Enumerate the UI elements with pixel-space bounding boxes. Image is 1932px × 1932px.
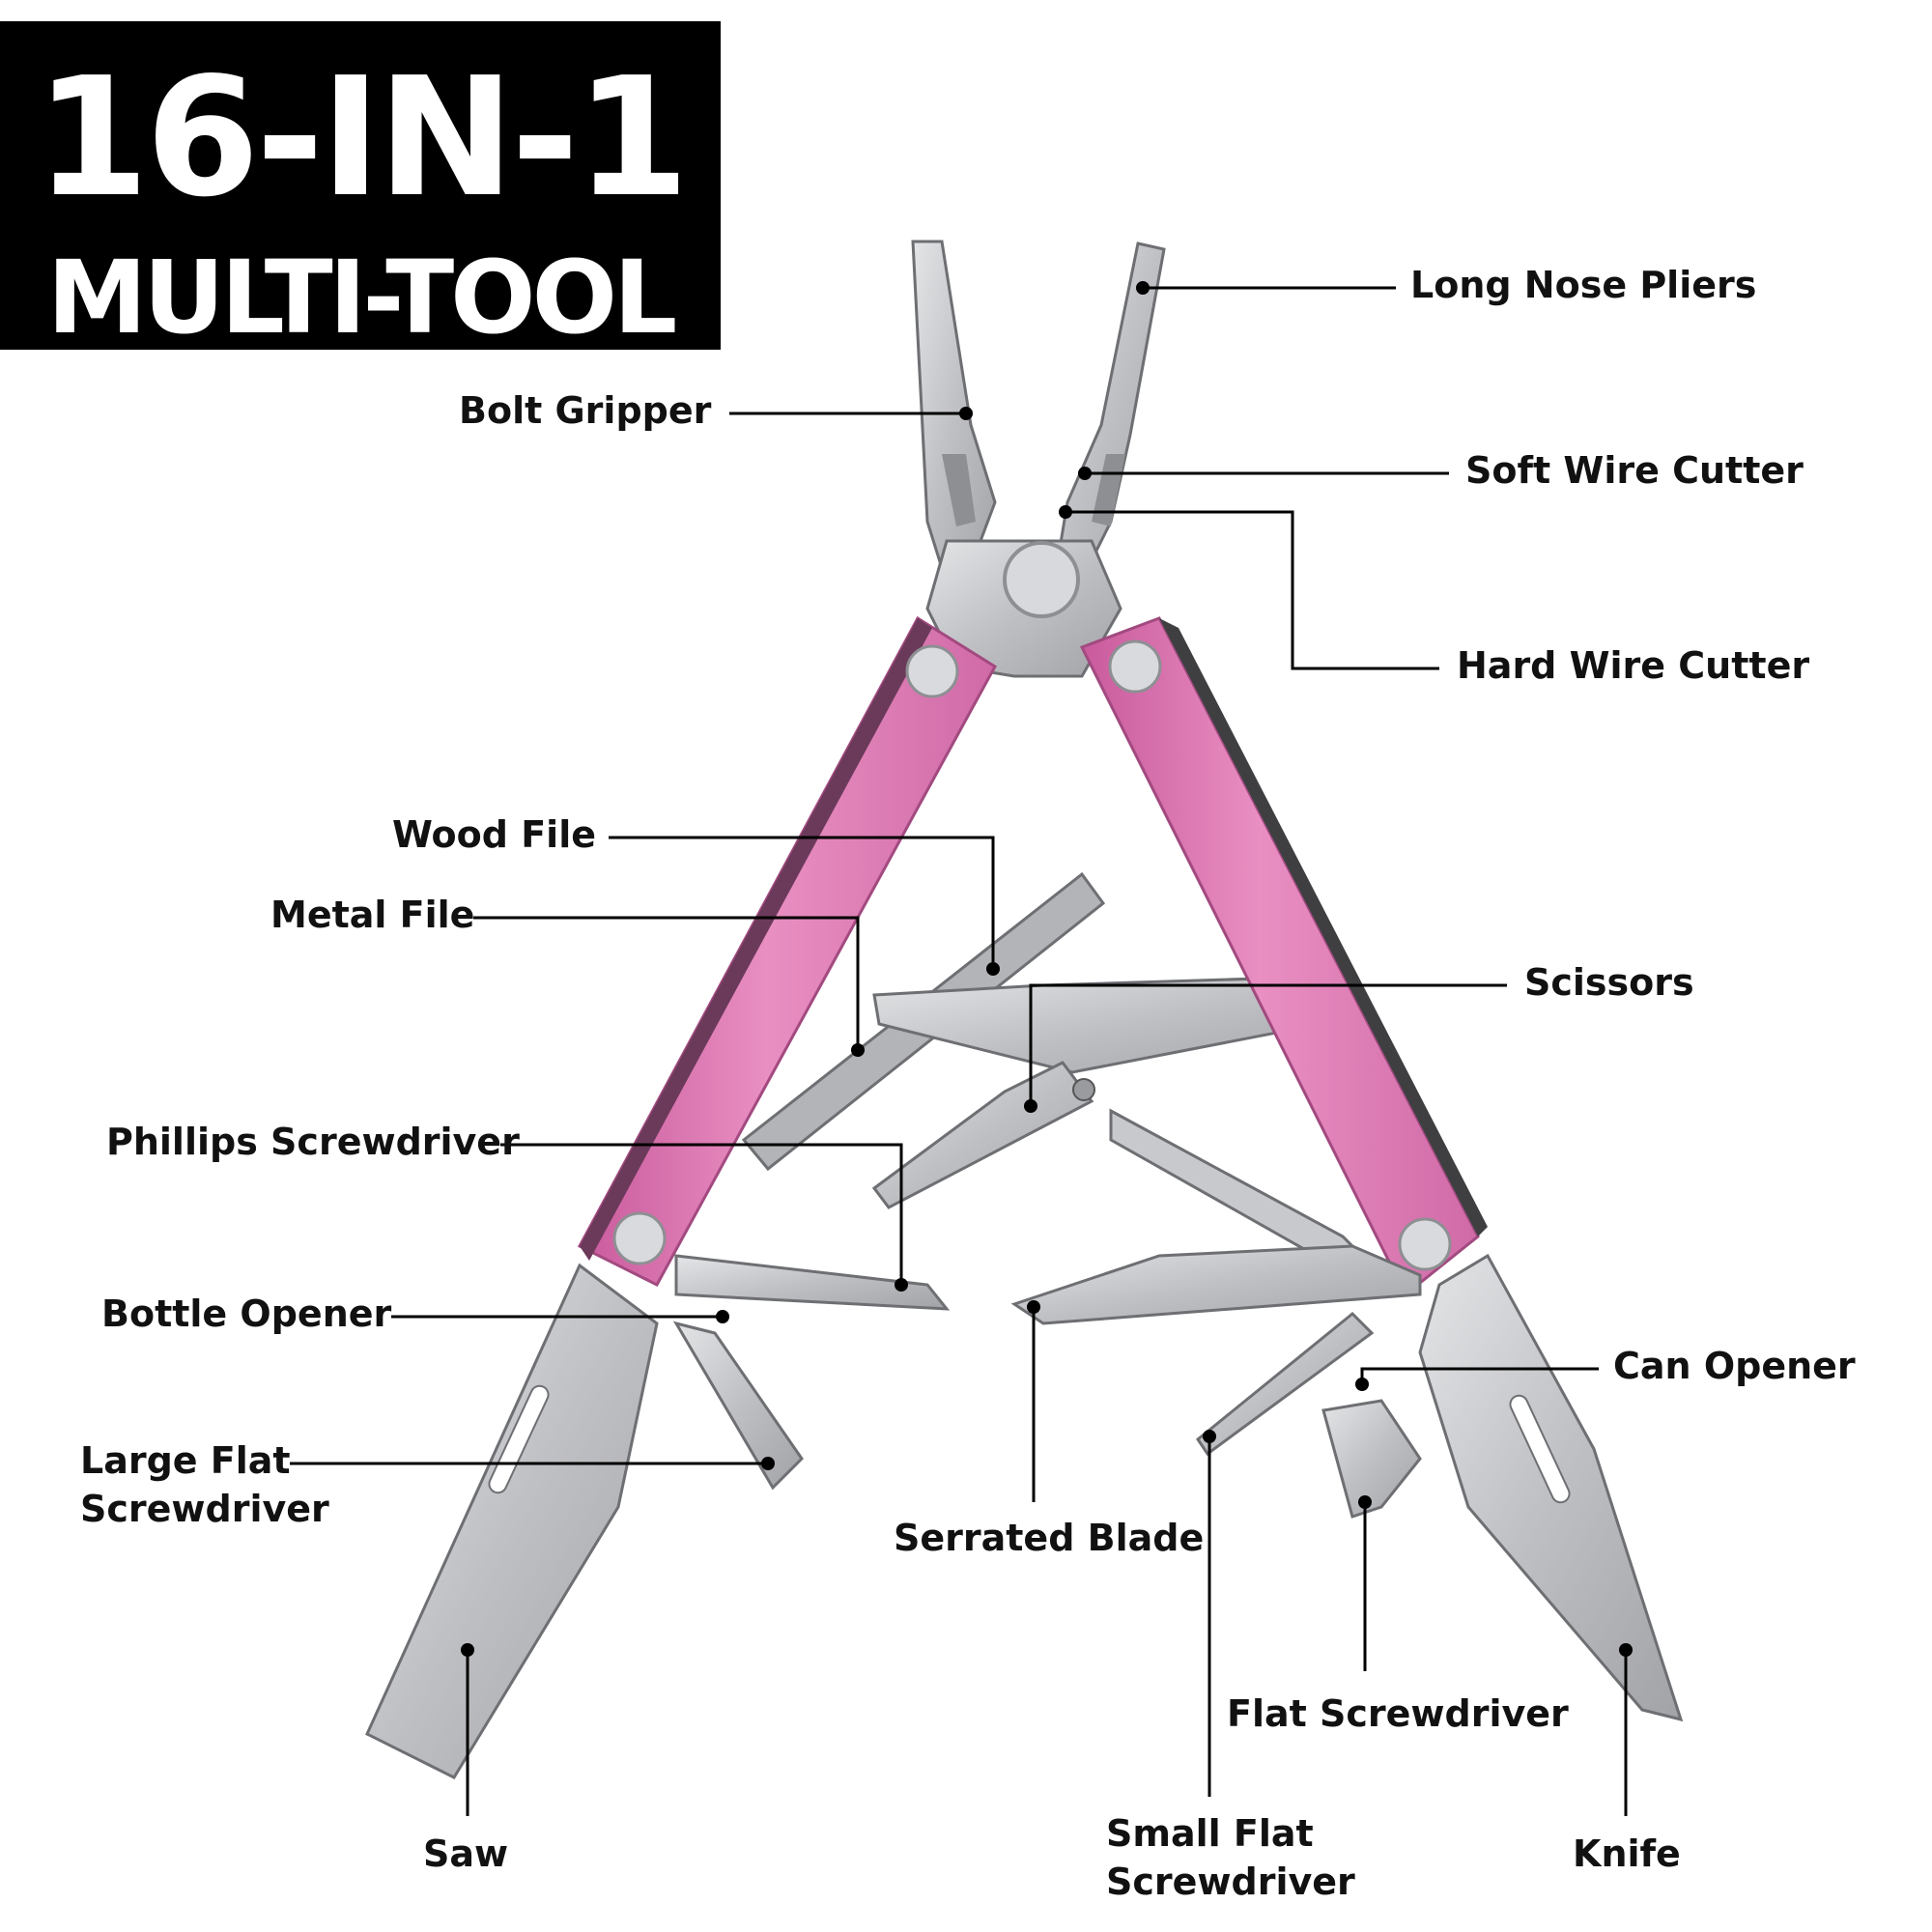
callout-dots xyxy=(461,281,1633,1657)
dot-serrated-blade xyxy=(1027,1300,1040,1314)
label-hard-wire-cutter: Hard Wire Cutter xyxy=(1457,644,1810,687)
screw-left-bottom xyxy=(612,1211,667,1265)
leader-metal-file xyxy=(473,916,860,1050)
large-flat-screwdriver-tool xyxy=(672,1321,804,1491)
dot-long-nose-pliers xyxy=(1136,281,1150,295)
label-long-nose-pliers: Long Nose Pliers xyxy=(1410,264,1757,306)
leader-scissors xyxy=(1029,983,1507,1106)
right-handle xyxy=(1079,616,1480,1297)
title-banner: 16-IN-1 MULTI-TOOL xyxy=(0,21,721,355)
dot-bottle-opener xyxy=(716,1310,729,1323)
label-saw: Saw xyxy=(423,1833,509,1875)
dot-soft-wire-cutter xyxy=(1078,467,1092,480)
right-plier-jaw xyxy=(1051,242,1166,592)
leader-wood-file xyxy=(609,836,995,969)
dot-saw xyxy=(461,1643,474,1657)
screw-right-bottom xyxy=(1398,1217,1452,1271)
dot-can-opener xyxy=(1355,1378,1369,1391)
screw-left-top xyxy=(905,644,959,698)
label-wood-file: Wood File xyxy=(392,813,596,856)
label-bolt-gripper: Bolt Gripper xyxy=(459,389,712,432)
leader-phillips-screwdriver xyxy=(500,1143,903,1285)
label-metal-file: Metal File xyxy=(270,894,475,936)
can-opener-tool xyxy=(1321,1399,1422,1519)
label-phillips-screwdriver: Phillips Screwdriver xyxy=(106,1121,520,1163)
saw-slot xyxy=(488,1384,550,1494)
right-handle-edge xyxy=(1159,618,1488,1236)
dot-phillips-screwdriver xyxy=(895,1278,908,1292)
dot-small-flat-screwdriver xyxy=(1203,1430,1216,1443)
label-knife: Knife xyxy=(1573,1833,1681,1875)
dot-metal-file xyxy=(851,1043,865,1057)
left-handle-edge xyxy=(580,618,932,1261)
small-flat-screwdriver-tool xyxy=(1195,1311,1375,1457)
dot-scissors xyxy=(1024,1099,1037,1113)
dot-hard-wire-cutter xyxy=(1059,505,1072,519)
left-jaw-cutout xyxy=(942,454,976,526)
screw-right-top xyxy=(1108,639,1162,694)
dot-flat-screwdriver xyxy=(1358,1495,1372,1509)
dot-knife xyxy=(1619,1643,1633,1657)
leader-hard-wire-cutter xyxy=(1065,510,1439,670)
phillips-screwdriver-tool xyxy=(674,1254,951,1311)
label-can-opener: Can Opener xyxy=(1613,1345,1856,1387)
label-bottle-opener: Bottle Opener xyxy=(101,1293,392,1335)
knife-slot xyxy=(1509,1394,1571,1504)
label-soft-wire-cutter: Soft Wire Cutter xyxy=(1465,449,1804,492)
scissor-blade-lower xyxy=(871,1061,1094,1209)
label-flat-screwdriver: Flat Screwdriver xyxy=(1227,1692,1569,1735)
label-serrated-blade: Serrated Blade xyxy=(894,1517,1205,1559)
dot-wood-file xyxy=(986,962,1000,976)
multitool-illustration xyxy=(365,240,1684,1779)
title-line-2: MULTI-TOOL xyxy=(46,239,678,356)
title-line-1: 16-IN-1 xyxy=(35,43,690,234)
saw-blade xyxy=(365,1263,659,1779)
dot-large-flat-screwdriver xyxy=(761,1457,775,1470)
callout-leader-lines xyxy=(290,286,1628,1816)
label-scissors: Scissors xyxy=(1524,961,1694,1004)
scissor-pivot xyxy=(1072,1078,1095,1101)
serrated-blade-tool xyxy=(1010,1244,1422,1325)
plier-pivot xyxy=(1003,541,1080,618)
dot-bolt-gripper xyxy=(959,407,973,420)
